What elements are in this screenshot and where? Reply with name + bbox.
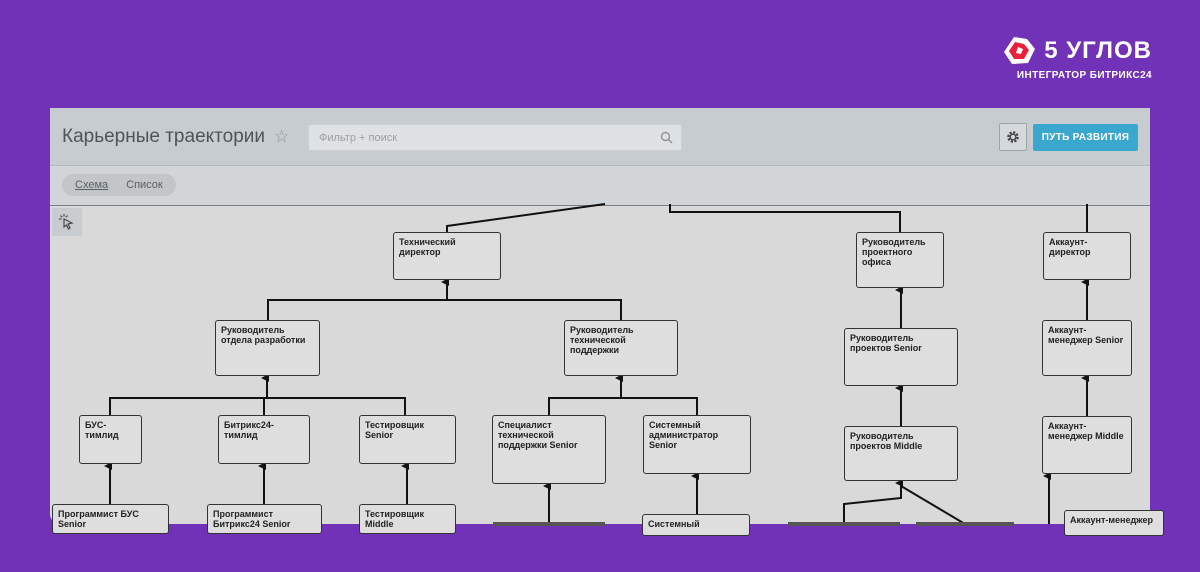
node-dev-head[interactable]: Руководитель отдела разработки [215, 320, 320, 376]
node-account-manager-senior[interactable]: Аккаунт-менеджер Senior [1042, 320, 1132, 376]
node-technical-director[interactable]: Технический директор [393, 232, 501, 280]
node-bus-programmer-senior[interactable]: Программист БУС Senior [52, 504, 169, 534]
node-sysadmin-senior[interactable]: Системный администратор Senior [643, 415, 751, 474]
star-icon[interactable]: ☆ [274, 127, 290, 146]
toolbar: Схема Список [50, 166, 1150, 206]
settings-button[interactable] [999, 123, 1027, 151]
page-title: Карьерные траектории [62, 126, 266, 147]
node-account-manager-next[interactable]: Аккаунт-менеджер [1064, 510, 1164, 536]
career-diagram: Технический директор Руководитель проект… [50, 203, 1164, 536]
search-input[interactable] [309, 125, 681, 150]
diagram-connectors [104, 203, 1089, 526]
node-account-director[interactable]: Аккаунт-директор [1043, 232, 1131, 280]
career-path-button[interactable]: ПУТЬ РАЗВИТИЯ [1033, 124, 1138, 151]
brand-name: 5 УГЛОВ [1044, 37, 1152, 64]
brand-logo-icon [1004, 37, 1036, 64]
select-tool-button[interactable] [52, 208, 82, 236]
node-account-manager-middle[interactable]: Аккаунт-менеджер Middle [1042, 416, 1132, 474]
connector [446, 203, 606, 232]
node-bus-teamlead[interactable]: БУС-тимлид [79, 415, 142, 464]
node-b24-teamlead[interactable]: Битрикс24-тимлид [218, 415, 310, 464]
node-sysadmin-next[interactable]: Системный [642, 514, 750, 536]
node-pm-middle[interactable]: Руководитель проектов Middle [844, 426, 958, 481]
node-support-head[interactable]: Руководитель технической поддержки [564, 320, 678, 376]
node-pmo-head[interactable]: Руководитель проектного офиса [856, 232, 944, 288]
node-support-senior[interactable]: Специалист технической поддержки Senior [492, 415, 606, 484]
tab-scheme[interactable]: Схема [75, 179, 109, 191]
connector [669, 204, 901, 234]
app-window: Карьерные траектории ☆ ПУТЬ РАЗВИТИЯ Схе… [50, 108, 1164, 536]
brand-subtitle: ИНТЕГРАТОР БИТРИКС24 [1016, 70, 1152, 81]
view-switch: Схема Список [62, 174, 176, 196]
header: Карьерные траектории ☆ ПУТЬ РАЗВИТИЯ [50, 108, 1150, 166]
search-icon[interactable] [660, 131, 673, 144]
node-tester-senior[interactable]: Тестировщик Senior [359, 415, 456, 464]
search-box [308, 124, 682, 151]
brand: 5 УГЛОВ ИНТЕГРАТОР БИТРИКС24 [1002, 36, 1152, 81]
node-tester-middle[interactable]: Тестировщик Middle [359, 504, 456, 534]
node-b24-programmer-senior[interactable]: Программист Битрикс24 Senior [207, 504, 322, 534]
pointer-icon [59, 214, 74, 230]
tab-list[interactable]: Список [126, 179, 163, 191]
node-pm-senior[interactable]: Руководитель проектов Senior [844, 328, 958, 386]
gear-icon [1007, 131, 1019, 143]
